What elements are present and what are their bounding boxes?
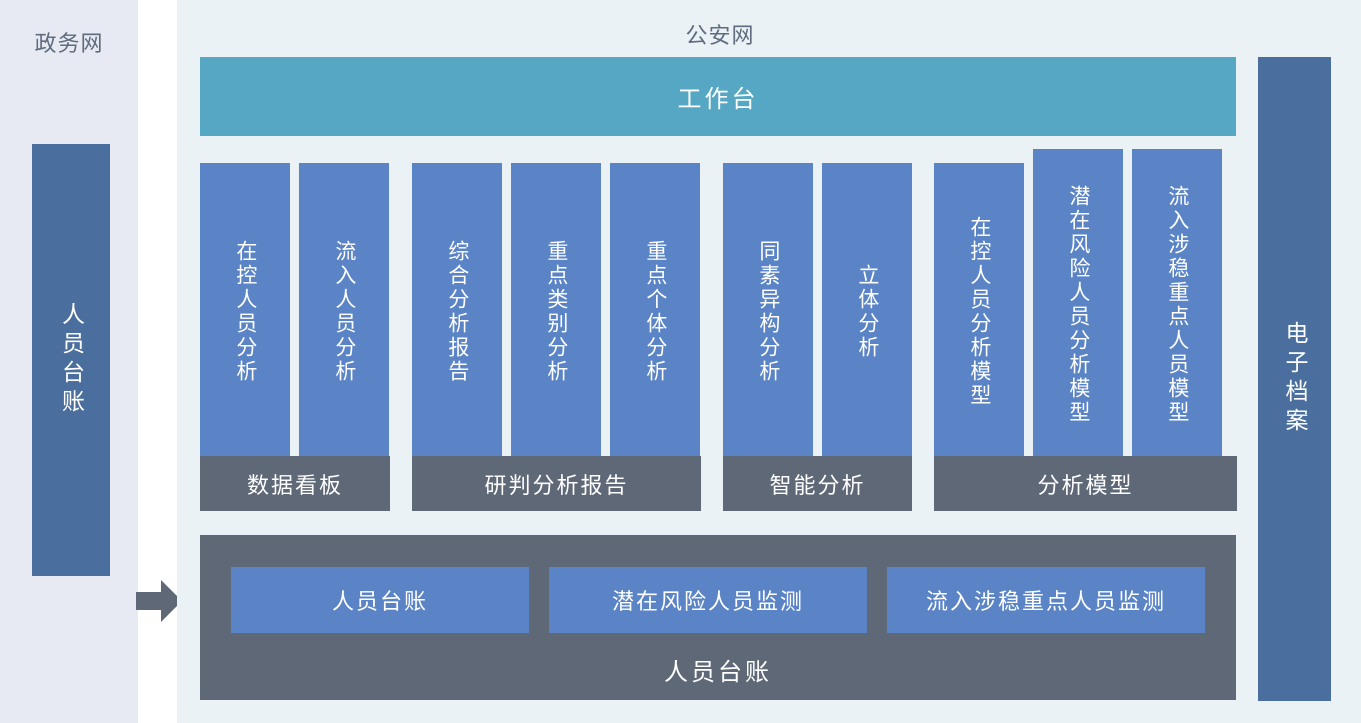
workbench-label: 工作台 <box>677 86 759 113</box>
function-column[interactable]: 潜在风险人员分析模型 <box>1033 149 1123 456</box>
group-band-label: 智能分析 <box>769 472 866 498</box>
function-group: 同素异构分析 立体分析智能分析 <box>723 163 912 511</box>
ledger-card-label: 潜在风险人员监测 <box>611 589 804 614</box>
function-groups: 在控人员分析 流入人员分析数据看板 综合分析报告 重点类别分析 重点个体分析研判分析报告… <box>200 149 1260 511</box>
function-group: 综合分析报告 重点类别分析 重点个体分析研判分析报告 <box>412 163 701 511</box>
electronic-archive-block[interactable]: 电子档案 <box>1258 57 1331 701</box>
function-column[interactable]: 立体分析 <box>822 163 912 456</box>
function-group: 在控人员分析模型 潜在风险人员分析模型 流入涉稳重点人员模型分析模型 <box>934 149 1237 511</box>
ledger-card-label: 流入涉稳重点人员监测 <box>925 589 1166 614</box>
function-column-label: 在控人员分析 <box>233 239 257 384</box>
ledger-caption: 人员台账 <box>664 659 772 686</box>
ledger-card[interactable]: 潜在风险人员监测 <box>549 567 867 633</box>
gov-network-title: 政务网 <box>34 31 104 56</box>
function-column[interactable]: 流入人员分析 <box>299 163 389 456</box>
gov-network-panel: 政务网 人员台账 <box>0 0 138 723</box>
group-column-row: 同素异构分析 立体分析 <box>723 163 912 456</box>
group-band-label: 分析模型 <box>1037 472 1134 498</box>
function-column-label: 流入人员分析 <box>332 239 356 384</box>
function-column[interactable]: 流入涉稳重点人员模型 <box>1132 149 1222 456</box>
function-column-label: 重点个体分析 <box>643 239 667 384</box>
psn-network-title: 公安网 <box>685 23 755 48</box>
group-column-row: 在控人员分析 流入人员分析 <box>200 163 390 456</box>
group-band[interactable]: 分析模型 <box>934 456 1237 511</box>
function-column[interactable]: 同素异构分析 <box>723 163 813 456</box>
group-band[interactable]: 研判分析报告 <box>412 456 701 511</box>
ledger-card-label: 人员台账 <box>331 589 428 614</box>
ledger-card-row: 人员台账 潜在风险人员监测 流入涉稳重点人员监测 <box>200 567 1236 633</box>
group-band[interactable]: 智能分析 <box>723 456 912 511</box>
function-group: 在控人员分析 流入人员分析数据看板 <box>200 163 390 511</box>
function-column[interactable]: 综合分析报告 <box>412 163 502 456</box>
function-column-label: 立体分析 <box>855 263 879 360</box>
electronic-archive-label: 电子档案 <box>1282 321 1308 437</box>
function-column[interactable]: 在控人员分析模型 <box>934 163 1024 456</box>
ledger-card[interactable]: 流入涉稳重点人员监测 <box>887 567 1205 633</box>
function-column[interactable]: 在控人员分析 <box>200 163 290 456</box>
function-column-label: 在控人员分析模型 <box>967 215 991 408</box>
personnel-ledger-section: 人员台账 潜在风险人员监测 流入涉稳重点人员监测 人员台账 <box>200 535 1236 700</box>
function-column-label: 流入涉稳重点人员模型 <box>1165 184 1189 425</box>
group-band-label: 数据看板 <box>246 472 343 498</box>
psn-network-panel: 公安网 工作台 在控人员分析 流入人员分析数据看板 综合分析报告 重点类别分析 重点个体… <box>177 0 1361 723</box>
group-band[interactable]: 数据看板 <box>200 456 390 511</box>
ledger-card[interactable]: 人员台账 <box>231 567 529 633</box>
function-column-label: 同素异构分析 <box>756 239 780 384</box>
function-column-label: 综合分析报告 <box>445 239 469 384</box>
function-column-label: 潜在风险人员分析模型 <box>1066 184 1090 425</box>
arrow-right-icon <box>136 580 182 622</box>
workbench-bar[interactable]: 工作台 <box>200 57 1236 136</box>
group-band-label: 研判分析报告 <box>484 472 629 498</box>
function-column[interactable]: 重点类别分析 <box>511 163 601 456</box>
group-column-row: 在控人员分析模型 潜在风险人员分析模型 流入涉稳重点人员模型 <box>934 149 1237 456</box>
gov-personnel-ledger-block[interactable]: 人员台账 <box>32 144 110 576</box>
function-column[interactable]: 重点个体分析 <box>610 163 700 456</box>
group-column-row: 综合分析报告 重点类别分析 重点个体分析 <box>412 163 701 456</box>
gov-personnel-ledger-label: 人员台账 <box>58 302 85 418</box>
function-column-label: 重点类别分析 <box>544 239 568 384</box>
